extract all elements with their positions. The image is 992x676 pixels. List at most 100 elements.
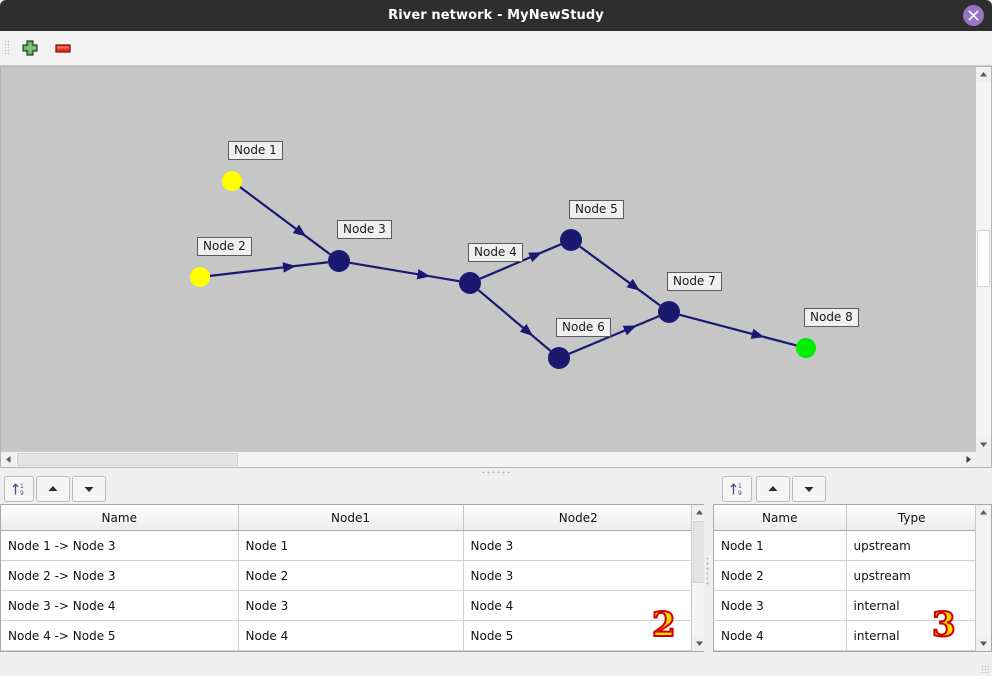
table-row-empty[interactable]	[1, 650, 691, 651]
graph-node[interactable]	[328, 250, 350, 272]
close-button[interactable]	[963, 5, 984, 26]
table-cell[interactable]: Node 2 -> Node 3	[1, 560, 239, 591]
graph-edge[interactable]	[349, 261, 460, 283]
nodes-move-down-button[interactable]	[792, 476, 826, 502]
table-cell[interactable]: internal	[846, 590, 975, 621]
table-cell[interactable]: Node 3	[463, 560, 691, 591]
horizontal-splitter[interactable]	[0, 468, 992, 476]
graph-scroll-up-button[interactable]	[976, 67, 991, 82]
add-node-button[interactable]	[19, 38, 41, 58]
table-cell[interactable]: Node 1 -> Node 3	[1, 530, 239, 561]
column-header-name[interactable]: Name	[714, 505, 847, 531]
graph-node[interactable]	[190, 267, 210, 287]
graph-node[interactable]	[796, 338, 816, 358]
table-cell[interactable]: Node 2	[238, 560, 464, 591]
reaches-move-down-button[interactable]	[72, 476, 106, 502]
reaches-scroll-down-button[interactable]	[692, 636, 707, 651]
graph-vertical-scrollbar[interactable]	[975, 67, 991, 452]
column-header-name[interactable]: Name	[1, 505, 239, 531]
graph-edge[interactable]	[679, 313, 797, 347]
graph-node[interactable]	[658, 301, 680, 323]
graph-scroll-down-button[interactable]	[976, 437, 991, 452]
table-row-empty[interactable]	[714, 650, 975, 651]
table-cell[interactable]: Node 3	[238, 590, 464, 621]
table-cell[interactable]: Node 4 -> Node 5	[1, 620, 239, 651]
table-cell[interactable]: Node 2	[714, 560, 847, 591]
graph-node[interactable]	[548, 347, 570, 369]
sort-ascending-icon: 1 9	[12, 483, 24, 497]
table-cell[interactable]: upstream	[846, 560, 975, 591]
table-cell[interactable]: Node 5	[463, 620, 691, 651]
table-cell[interactable]: upstream	[846, 530, 975, 561]
column-header-node2[interactable]: Node2	[463, 505, 691, 531]
graph-node-label[interactable]: Node 5	[569, 200, 624, 219]
graph-scroll-left-button[interactable]	[1, 452, 16, 467]
reaches-vertical-scrollbar[interactable]	[691, 505, 707, 651]
nodes-scroll-up-button[interactable]	[976, 505, 991, 520]
table-cell[interactable]: Node 3 -> Node 4	[1, 590, 239, 621]
column-header-type[interactable]: Type	[846, 505, 975, 531]
graph-node[interactable]	[560, 229, 582, 251]
graph-vertical-scroll-thumb[interactable]	[977, 230, 990, 287]
vertical-splitter[interactable]	[704, 476, 712, 652]
graph-edge[interactable]	[209, 261, 329, 277]
nodes-scroll-down-button[interactable]	[976, 636, 991, 651]
graph-edge-arrow	[750, 328, 765, 339]
nodes-sort-button[interactable]: 1 9	[722, 476, 752, 502]
graph-node-label[interactable]: Node 4	[468, 243, 523, 262]
graph-edge[interactable]	[568, 315, 660, 355]
graph-scroll-right-button[interactable]	[961, 452, 976, 467]
graph-edge[interactable]	[477, 289, 552, 352]
graph-node-label[interactable]: Node 7	[667, 272, 722, 291]
table-cell[interactable]: Node 1	[238, 530, 464, 561]
graph-edge[interactable]	[579, 245, 661, 307]
graph-node-label[interactable]: Node 1	[228, 141, 283, 160]
graph-node-label[interactable]: Node 2	[197, 237, 252, 256]
graph-node[interactable]	[222, 171, 242, 191]
table-cell-empty	[1, 650, 239, 651]
graph-edge[interactable]	[239, 186, 331, 256]
graph-node[interactable]	[459, 272, 481, 294]
table-cell[interactable]: Node 3	[714, 590, 847, 621]
graph-node-label[interactable]: Node 6	[556, 318, 611, 337]
table-cell[interactable]: Node 4	[714, 620, 847, 651]
reaches-sort-button[interactable]: 1 9	[4, 476, 34, 502]
nodes-vertical-scrollbar[interactable]	[975, 505, 991, 651]
table-cell[interactable]: Node 4	[463, 590, 691, 621]
table-cell[interactable]: internal	[846, 620, 975, 651]
splitter-grip	[481, 471, 511, 474]
column-header-node1[interactable]: Node1	[238, 505, 464, 531]
close-icon	[968, 10, 979, 21]
reaches-scroll-up-button[interactable]	[692, 505, 707, 520]
table-cell[interactable]: Node 1	[714, 530, 847, 561]
window-resize-grip[interactable]	[981, 665, 989, 673]
title-bar: River network - MyNewStudy	[0, 0, 992, 31]
triangle-up-icon	[48, 486, 58, 491]
graph-node-label[interactable]: Node 8	[804, 308, 859, 327]
toolbar	[0, 31, 992, 66]
table-cell[interactable]: Node 4	[238, 620, 464, 651]
delete-node-button[interactable]	[52, 38, 74, 58]
reaches-move-up-button[interactable]	[36, 476, 70, 502]
graph-horizontal-scrollbar[interactable]	[1, 451, 976, 467]
graph-node-label[interactable]: Node 3	[337, 220, 392, 239]
toolbar-drag-handle[interactable]	[4, 40, 9, 56]
table-cell[interactable]: Node 3	[463, 530, 691, 561]
triangle-down-icon	[804, 487, 814, 492]
graph-horizontal-scroll-thumb[interactable]	[17, 453, 238, 466]
nodes-move-up-button[interactable]	[756, 476, 790, 502]
